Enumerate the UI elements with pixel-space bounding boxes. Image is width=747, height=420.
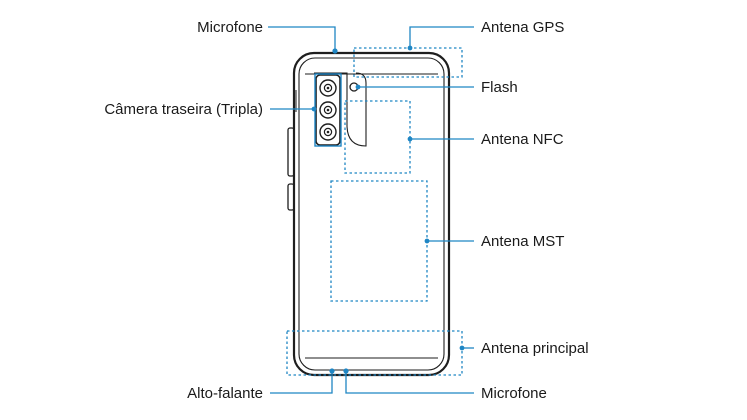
antena-gps-area — [353, 47, 463, 78]
phone-outer-frame — [292, 51, 451, 377]
camera-bump-outline — [314, 72, 367, 147]
marker-microfone-top — [332, 48, 338, 54]
label-antena-principal: Antena principal — [481, 340, 589, 357]
camera-lens-3-center — [326, 130, 330, 134]
camera-lens-1-center — [326, 86, 330, 90]
camera-lens-2-center — [326, 108, 330, 112]
label-antena-mst: Antena MST — [481, 233, 564, 250]
label-flash: Flash — [481, 79, 518, 96]
antena-mst-area — [330, 180, 428, 302]
callouts — [268, 26, 474, 394]
callout-line-antena-gps — [409, 26, 474, 48]
camera-lens-2-inner — [323, 105, 333, 115]
callout-line-microfone-top — [268, 26, 336, 50]
label-microfone-top: Microfone — [197, 19, 263, 36]
camera-lens-3-inner — [323, 127, 333, 137]
labels-left: Microfone Câmera traseira (Tripla) Alto-… — [104, 19, 263, 402]
marker-flash — [355, 84, 361, 90]
camera-module — [314, 72, 367, 147]
labels-right: Antena GPS Flash Antena NFC Antena MST A… — [481, 19, 589, 402]
camera-lens-1-inner — [323, 83, 333, 93]
label-alto-falante: Alto-falante — [187, 385, 263, 402]
camera-lens-3 — [319, 123, 337, 141]
volume-button — [287, 127, 295, 177]
marker-alto-falante — [329, 368, 335, 374]
callout-line-alto-falante — [270, 372, 333, 394]
callout-line-microfone-bottom — [345, 372, 474, 394]
camera-lens-2 — [319, 101, 337, 119]
label-microfone-bottom: Microfone — [481, 385, 547, 402]
label-camera-traseira: Câmera traseira (Tripla) — [104, 101, 263, 118]
camera-lens-1 — [319, 79, 337, 97]
marker-antena-nfc — [407, 136, 413, 142]
marker-camera — [311, 106, 317, 112]
marker-antena-mst — [424, 238, 430, 244]
phone-inner-frame — [298, 57, 445, 371]
power-button — [287, 183, 295, 211]
marker-antena-gps — [407, 45, 413, 51]
callout-markers — [311, 45, 465, 374]
marker-microfone-bottom — [343, 368, 349, 374]
antena-principal-area — [286, 330, 463, 376]
antena-nfc-area — [344, 100, 411, 174]
label-antena-nfc: Antena NFC — [481, 131, 564, 148]
label-antena-gps: Antena GPS — [481, 19, 564, 36]
marker-antena-principal — [459, 345, 465, 351]
phone-body — [287, 51, 451, 377]
